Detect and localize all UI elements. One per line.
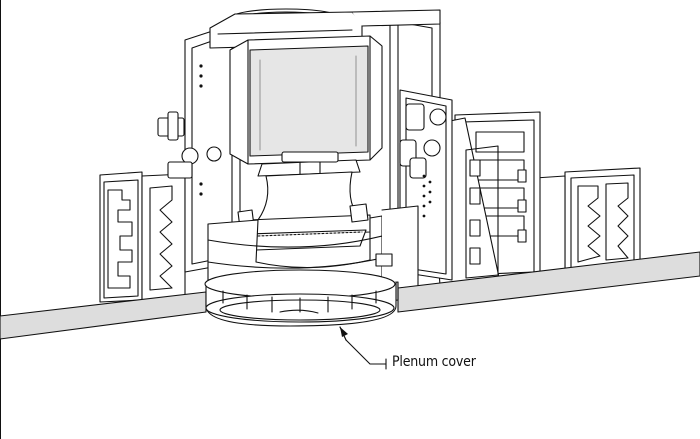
mounting-bar-left xyxy=(99,171,186,303)
tower-holes xyxy=(199,64,432,218)
reflector-cone xyxy=(237,151,371,251)
side-clips xyxy=(157,103,447,179)
mounting-bar-right xyxy=(534,167,641,279)
plenum-cover xyxy=(204,269,397,327)
plenum-cover-label: Plenum cover xyxy=(392,354,476,370)
callout-leader xyxy=(339,326,387,370)
top-collar xyxy=(209,8,441,49)
driver-housing xyxy=(229,35,383,165)
